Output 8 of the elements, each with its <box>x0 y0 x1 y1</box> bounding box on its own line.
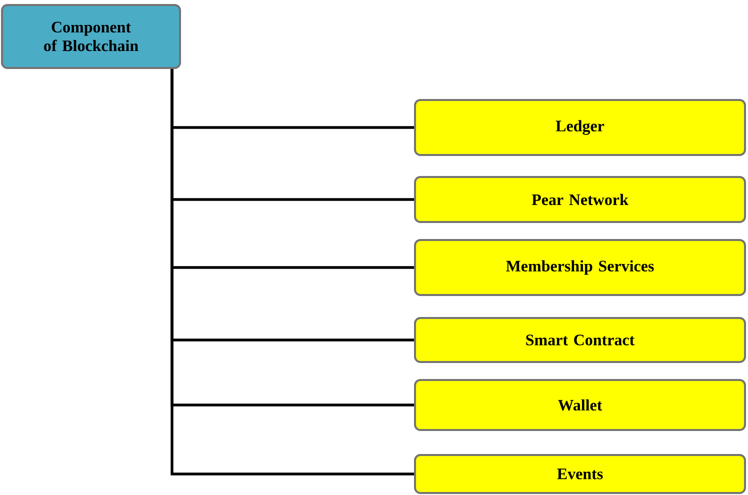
component-box: Wallet <box>414 379 746 431</box>
component-box: Smart Contract <box>414 317 746 363</box>
component-box: Ledger <box>414 99 746 156</box>
component-box: Events <box>414 454 746 494</box>
component-box: Pear Network <box>414 176 746 224</box>
connector-line <box>170 68 414 476</box>
title-box: Component of Blockchain <box>1 4 181 69</box>
component-box: Membership Services <box>414 239 746 296</box>
